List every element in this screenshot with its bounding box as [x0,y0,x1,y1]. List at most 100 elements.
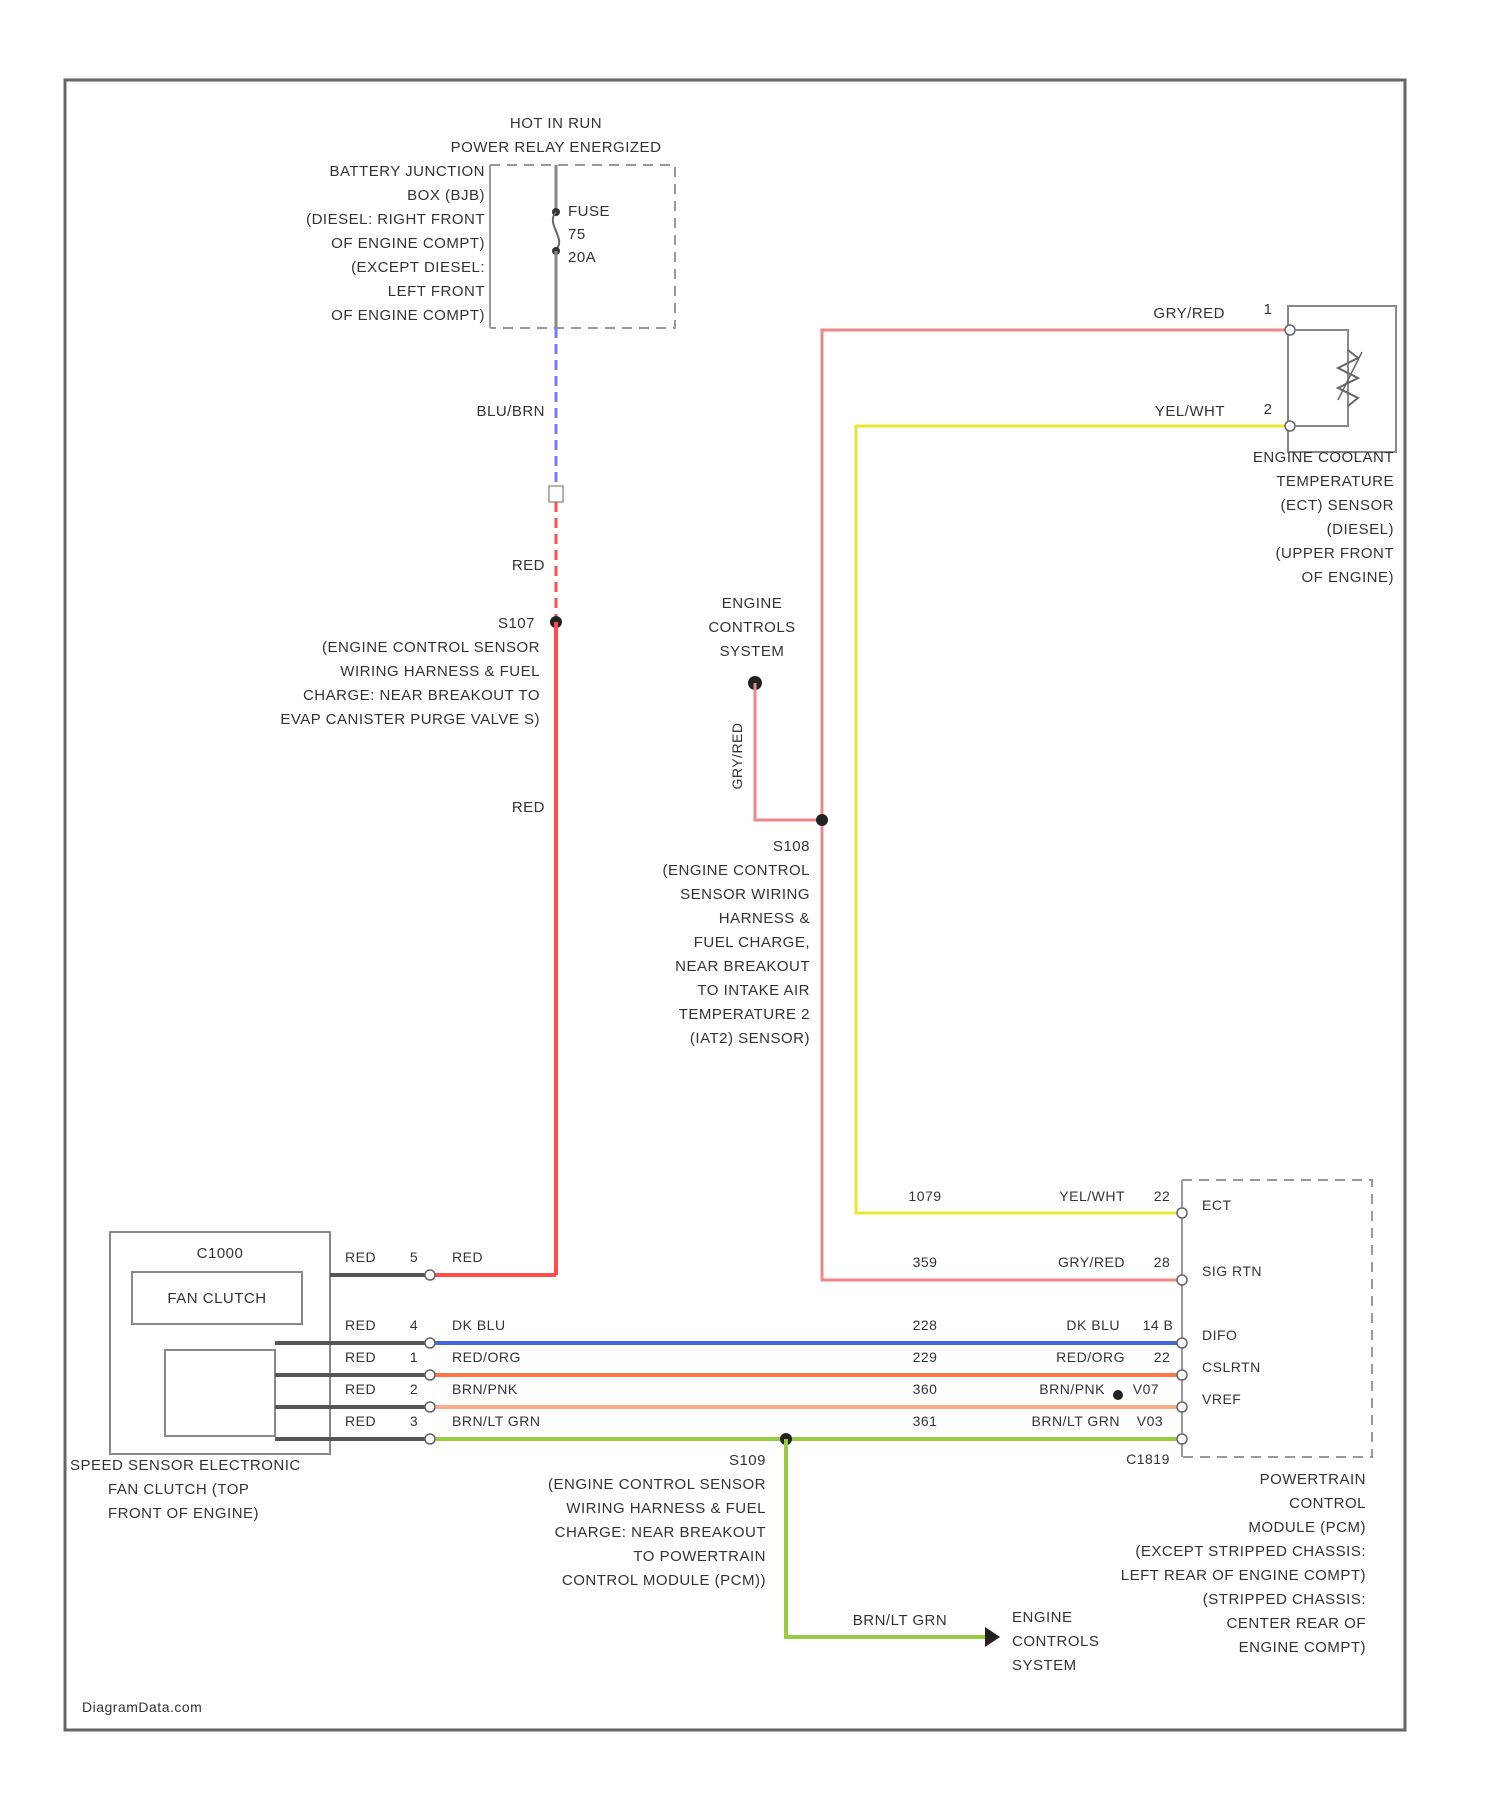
ect-pin-1-label: 1 [1264,301,1273,318]
pcm-pin-difo [1177,1338,1187,1348]
fan-clutch-row-1-pin: 5 [410,1249,418,1265]
fan-clutch-row-3-pin: 1 [410,1349,418,1365]
feed-wire: BLU/BRN RED RED [430,328,563,1275]
speed-sensor-module [165,1350,275,1436]
wire-label-blu-brn: BLU/BRN [476,403,545,420]
fan-clutch-desc-line-3: FRONT OF ENGINE) [108,1505,259,1522]
fan-clutch-row-3-left: RED [345,1349,376,1365]
pcm-row-1-pin: 22 [1154,1188,1171,1204]
pcm-label-line-2: CONTROL [1289,1495,1366,1512]
engine-controls-bottom-line-2: CONTROLS [1012,1633,1099,1650]
ect-label-line-2: TEMPERATURE [1276,473,1394,490]
pcm-row-4-func: CSLRTN [1202,1359,1261,1375]
pcm-row-3-circuit: 228 [913,1317,938,1333]
ect-label-line-3: (ECT) SENSOR [1280,497,1394,514]
pcm-label-line-1: POWERTRAIN [1260,1471,1366,1488]
pcm-outline [1182,1180,1372,1457]
splice-s109-line-5: CONTROL MODULE (PCM)) [562,1572,766,1589]
splice-s108-line-1: (ENGINE CONTROL [662,862,810,879]
ect-sensor-housing [1288,306,1396,452]
fuse-location-line-7: OF ENGINE COMPT) [331,307,485,324]
fan-clutch-desc-line-2: FAN CLUTCH (TOP [108,1481,249,1498]
fuse-rating: 20A [568,249,596,266]
pcm-row-3-wire: DK BLU [1066,1317,1120,1333]
pcm-label-line-3: MODULE (PCM) [1248,1519,1366,1536]
pcm-junction-dot [1113,1390,1123,1400]
fan-clutch-desc-line-1: SPEED SENSOR ELECTRONIC [70,1457,301,1474]
pcm-row-3-func: DIFO [1202,1327,1237,1343]
pcm-row-5-wire: BRN/PNK [1039,1381,1105,1397]
ect-label-line-5: (UPPER FRONT [1276,545,1395,562]
engine-controls-top-line-2: CONTROLS [708,619,795,636]
fan-clutch-label: FAN CLUTCH [167,1290,266,1307]
pcm-row-2-wire: GRY/RED [1058,1254,1125,1270]
pcm-row-5-pin: V07 [1133,1381,1159,1397]
splice-s109-id: S109 [729,1452,766,1469]
splice-s108-line-7: TEMPERATURE 2 [679,1006,810,1023]
pcm-row-6-wire: BRN/LT GRN [1032,1413,1121,1429]
splice-s108-line-8: (IAT2) SENSOR) [690,1030,810,1047]
pcm-pin-sig-rtn [1177,1275,1187,1285]
wire-label-gry-red: GRY/RED [1153,305,1225,322]
fan-clutch-pin-1 [425,1370,435,1380]
splice-s108-line-6: TO INTAKE AIR [697,982,810,999]
pcm-pin-cslrtn [1177,1370,1187,1380]
wire-label-red-upper: RED [512,557,545,574]
engine-controls-bottom-line-1: ENGINE [1012,1609,1073,1626]
fan-clutch-row-5-wire: BRN/LT GRN [452,1413,541,1429]
pcm-label-line-5: LEFT REAR OF ENGINE COMPT) [1121,1567,1366,1584]
pcm-row-1-wire: YEL/WHT [1059,1188,1125,1204]
pcm-row-5-func: VREF [1202,1391,1241,1407]
wire-gry-red [822,330,1290,1280]
pcm: 1079 YEL/WHT 22 ECT 359 GRY/RED 28 SIG R… [908,1180,1372,1656]
splice-s109-line-2: WIRING HARNESS & FUEL [566,1500,766,1517]
splice-s108-line-5: NEAR BREAKOUT [675,958,810,975]
fuse-hot-line-2: POWER RELAY ENERGIZED [451,139,662,156]
pcm-label-line-8: ENGINE COMPT) [1239,1639,1366,1656]
splice-s108-dot [816,814,828,826]
splice-s107-line-3: CHARGE: NEAR BREAKOUT TO [303,687,540,704]
fan-clutch-row-1-left: RED [345,1249,376,1265]
pcm-row-1-func: ECT [1202,1197,1232,1213]
wire-label-red-lower: RED [512,799,545,816]
wire-label-brn-lt-grn-branch: BRN/LT GRN [853,1612,947,1629]
engine-controls-bottom-line-3: SYSTEM [1012,1657,1077,1674]
splice-s109-line-1: (ENGINE CONTROL SENSOR [548,1476,766,1493]
splice-s107: S107 (ENGINE CONTROL SENSOR WIRING HARNE… [280,615,540,728]
wire-label-yel-wht: YEL/WHT [1155,403,1225,420]
ect-pin-1 [1285,325,1295,335]
arrow-right-icon [985,1627,1000,1647]
thermistor-arrow-icon [1338,352,1362,400]
ect-pin-2 [1285,421,1295,431]
pcm-row-6-circuit: 361 [913,1413,938,1429]
fuse-location-line-2: BOX (BJB) [407,187,485,204]
ect-label-line-6: OF ENGINE) [1301,569,1394,586]
fan-clutch-connector-id: C1000 [197,1245,244,1262]
ect-pin-2-label: 2 [1264,401,1273,418]
splice-s109-line-4: TO POWERTRAIN [633,1548,766,1565]
fuse-block-outline [490,165,675,328]
splice-s108: S108 (ENGINE CONTROL SENSOR WIRING HARNE… [662,838,810,1047]
wire-gry-red-branch [755,683,822,820]
engine-controls-bottom: ENGINE CONTROLS SYSTEM [1012,1609,1099,1674]
fuse-block: HOT IN RUN POWER RELAY ENERGIZED BATTERY… [306,115,675,328]
pcm-label-line-4: (EXCEPT STRIPPED CHASSIS: [1135,1543,1366,1560]
ect-internal-lead [1295,330,1348,426]
fuse-location-line-1: BATTERY JUNCTION [329,163,485,180]
pcm-row-2-pin: 28 [1154,1254,1171,1270]
fan-clutch-pin-5 [425,1270,435,1280]
fuse-location-line-5: (EXCEPT DIESEL: [351,259,485,276]
engine-controls-top-line-1: ENGINE [722,595,783,612]
pcm-connector-id: C1819 [1126,1451,1170,1467]
fan-clutch-pin-4 [425,1338,435,1348]
splice-s107-line-1: (ENGINE CONTROL SENSOR [322,639,540,656]
pcm-pin-spare [1177,1434,1187,1444]
pcm-row-2-circuit: 359 [913,1254,938,1270]
fan-clutch-row-5-pin: 3 [410,1413,418,1429]
fuse-symbol-icon [553,212,559,250]
pcm-row-4-pin: 22 [1154,1349,1171,1365]
fan-clutch-row-2-pin: 4 [410,1317,418,1333]
wire-label-gry-red-vertical: GRY/RED [729,722,745,789]
splice-s109: S109 (ENGINE CONTROL SENSOR WIRING HARNE… [548,1452,766,1589]
ect-label-line-1: ENGINE COOLANT [1253,449,1394,466]
